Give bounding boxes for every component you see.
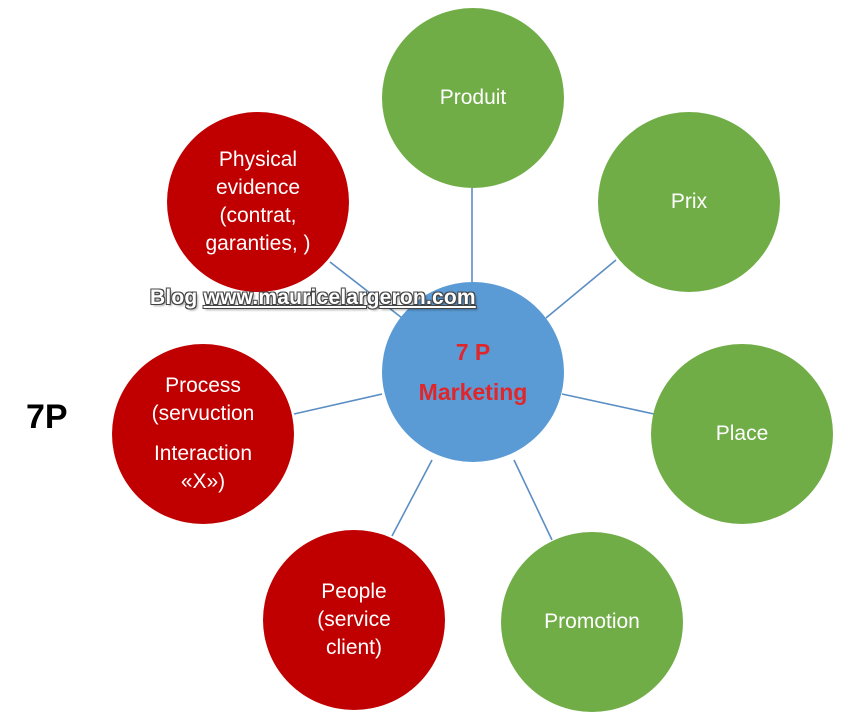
node-people-line-1: People <box>321 580 387 603</box>
connector-prix <box>545 259 617 319</box>
watermark-url[interactable]: www.mauricelargeron.com <box>203 286 476 309</box>
connector-place <box>561 393 655 415</box>
node-physical-line-1: Physical <box>218 148 298 171</box>
node-prix: Prix <box>598 112 780 292</box>
node-center-7p-marketing: 7 P Marketing <box>382 282 564 462</box>
connector-physical <box>329 261 403 319</box>
node-people: People (service client) <box>263 530 445 710</box>
node-people-line-2: (service <box>317 608 391 631</box>
node-physical-evidence: Physical evidence (contrat, garanties, ) <box>167 112 349 292</box>
node-physical-line-2: evidence <box>215 176 301 199</box>
node-process-line-1: Process <box>165 374 241 397</box>
node-physical-line-3: (contrat, <box>219 204 297 227</box>
watermark-prefix: Blog <box>150 286 198 309</box>
node-process-line-2: (servuction <box>151 402 255 425</box>
node-place-label: Place <box>715 422 769 445</box>
connector-promotion <box>513 459 553 541</box>
node-promotion-label: Promotion <box>544 610 640 633</box>
node-process-line-4: «X») <box>180 470 226 493</box>
center-title-line-2: Marketing <box>418 379 528 405</box>
node-process: Process (servuction Interaction «X») <box>112 344 294 524</box>
node-promotion: Promotion <box>501 532 683 712</box>
side-label-7p: 7P <box>26 398 68 436</box>
node-place: Place <box>651 344 833 524</box>
connector-process <box>293 393 383 415</box>
node-process-line-3: Interaction <box>153 442 253 465</box>
node-produit-label: Produit <box>439 86 507 109</box>
blog-watermark: Blog www.mauricelargeron.com <box>150 286 476 310</box>
connector-people <box>391 459 433 537</box>
node-people-line-3: client) <box>325 636 383 659</box>
center-title-line-1: 7 P <box>455 339 491 365</box>
node-produit: Produit <box>382 8 564 188</box>
node-prix-label: Prix <box>670 190 708 213</box>
node-physical-line-4: garanties, ) <box>205 232 311 255</box>
